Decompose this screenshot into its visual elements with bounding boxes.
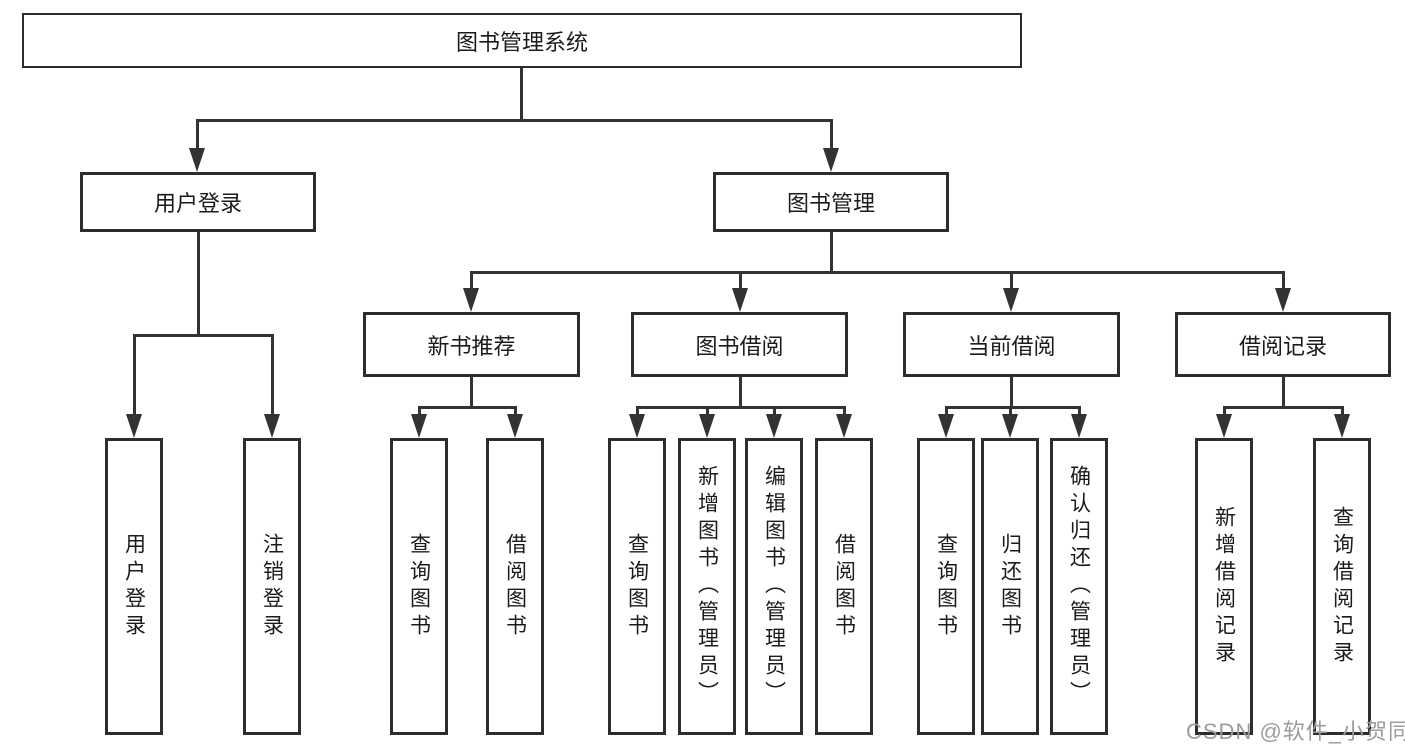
leaf-label: 编辑图书（管理员） <box>762 465 786 708</box>
arrow-down-icon <box>732 288 748 312</box>
watermark-text: CSDN @软件_小贺同 <box>1186 719 1405 744</box>
connector-stub <box>1010 271 1013 290</box>
leaf-label: 查询图书 <box>407 532 431 641</box>
connector-stub <box>1341 406 1344 418</box>
node-root-library-system: 图书管理系统 <box>22 13 1022 68</box>
arrow-down-icon <box>938 414 954 438</box>
connector-newbook-vline <box>470 377 473 409</box>
node-leaf-borrow-books: 借阅图书 <box>815 438 873 735</box>
arrow-down-icon <box>507 414 523 438</box>
arrow-down-icon <box>126 414 142 438</box>
arrow-down-icon <box>1003 288 1019 312</box>
node-leaf-return-books: 归还图书 <box>981 438 1039 735</box>
connector-stub <box>739 271 742 290</box>
connector-stub <box>1282 271 1285 290</box>
leaf-label: 查询图书 <box>625 532 649 641</box>
node-leaf-user-login: 用户登录 <box>105 438 163 735</box>
connector-stub <box>1078 406 1081 418</box>
connector-currentborrow-hline <box>945 406 1081 409</box>
leaf-label: 确认归还（管理员） <box>1067 465 1091 708</box>
connector-stub <box>470 271 473 290</box>
node-leaf-add-borrow-record: 新增借阅记录 <box>1195 438 1253 735</box>
node-leaf-edit-books-admin: 编辑图书（管理员） <box>745 438 803 735</box>
leaf-label: 借阅图书 <box>503 532 527 641</box>
connector-stub <box>706 406 709 418</box>
arrow-down-icon <box>836 414 852 438</box>
leaf-label: 查询借阅记录 <box>1330 505 1354 668</box>
arrow-down-icon <box>629 414 645 438</box>
leaf-label: 用户登录 <box>122 532 146 641</box>
arrow-down-icon <box>1275 288 1291 312</box>
connector-currentborrow-vline <box>1010 377 1013 409</box>
connector-bookborrow-hline <box>636 406 846 409</box>
arrow-down-icon <box>1071 414 1087 438</box>
node-leaf-query-borrow-record: 查询借阅记录 <box>1313 438 1371 735</box>
arrow-down-icon <box>1002 414 1018 438</box>
leaf-label: 归还图书 <box>998 532 1022 641</box>
leaf-label: 查询图书 <box>934 532 958 641</box>
arrow-down-icon <box>823 148 839 172</box>
node-book-borrow: 图书借阅 <box>631 312 848 377</box>
connector-stub <box>514 406 517 418</box>
arrow-down-icon <box>1334 414 1350 438</box>
node-user-login: 用户登录 <box>80 172 316 232</box>
leaf-label: 新增借阅记录 <box>1212 505 1236 668</box>
node-leaf-logout: 注销登录 <box>243 438 301 735</box>
connector-stub <box>945 406 948 418</box>
arrow-down-icon <box>264 414 280 438</box>
connector-stub <box>843 406 846 418</box>
arrow-down-icon <box>766 414 782 438</box>
arrow-down-icon <box>411 414 427 438</box>
csdn-watermark: CSDN @软件_小贺同学 <box>1186 714 1405 746</box>
leaf-label: 新增图书（管理员） <box>695 465 719 708</box>
node-current-borrow: 当前借阅 <box>903 312 1120 377</box>
connector-newbook-hline <box>418 406 517 409</box>
connector-stub <box>1009 406 1012 418</box>
connector-stub <box>1223 406 1226 418</box>
connector-bookmgmt-hline <box>470 271 1285 274</box>
connector-stub <box>133 334 136 416</box>
connector-stub <box>418 406 421 418</box>
leaf-label: 注销登录 <box>260 532 284 641</box>
node-leaf-borrow-books-newbook: 借阅图书 <box>486 438 544 735</box>
connector-root-vline <box>520 68 523 122</box>
leaf-label: 借阅图书 <box>832 532 856 641</box>
connector-stub <box>271 334 274 416</box>
arrow-down-icon <box>699 414 715 438</box>
connector-stub <box>196 119 199 150</box>
node-new-book-recommend: 新书推荐 <box>363 312 580 377</box>
node-leaf-query-books-borrow: 查询图书 <box>608 438 666 735</box>
connector-stub <box>636 406 639 418</box>
arrow-down-icon <box>189 148 205 172</box>
arrow-down-icon <box>463 288 479 312</box>
connector-userlogin-vline <box>197 232 200 337</box>
node-book-management: 图书管理 <box>713 172 949 232</box>
connector-bookborrow-vline <box>739 377 742 409</box>
arrow-down-icon <box>1216 414 1232 438</box>
connector-borrowrecords-hline <box>1223 406 1344 409</box>
connector-stub <box>773 406 776 418</box>
connector-borrowrecords-vline <box>1282 377 1285 409</box>
connector-bookmgmt-vline <box>830 232 833 274</box>
node-leaf-query-books-newbook: 查询图书 <box>390 438 448 735</box>
connector-root-hline <box>196 119 833 122</box>
node-borrow-records: 借阅记录 <box>1175 312 1391 377</box>
node-leaf-add-books-admin: 新增图书（管理员） <box>678 438 736 735</box>
node-leaf-query-books-current: 查询图书 <box>917 438 975 735</box>
connector-userlogin-hline <box>133 334 274 337</box>
connector-stub <box>830 119 833 150</box>
node-leaf-confirm-return-admin: 确认归还（管理员） <box>1050 438 1108 735</box>
